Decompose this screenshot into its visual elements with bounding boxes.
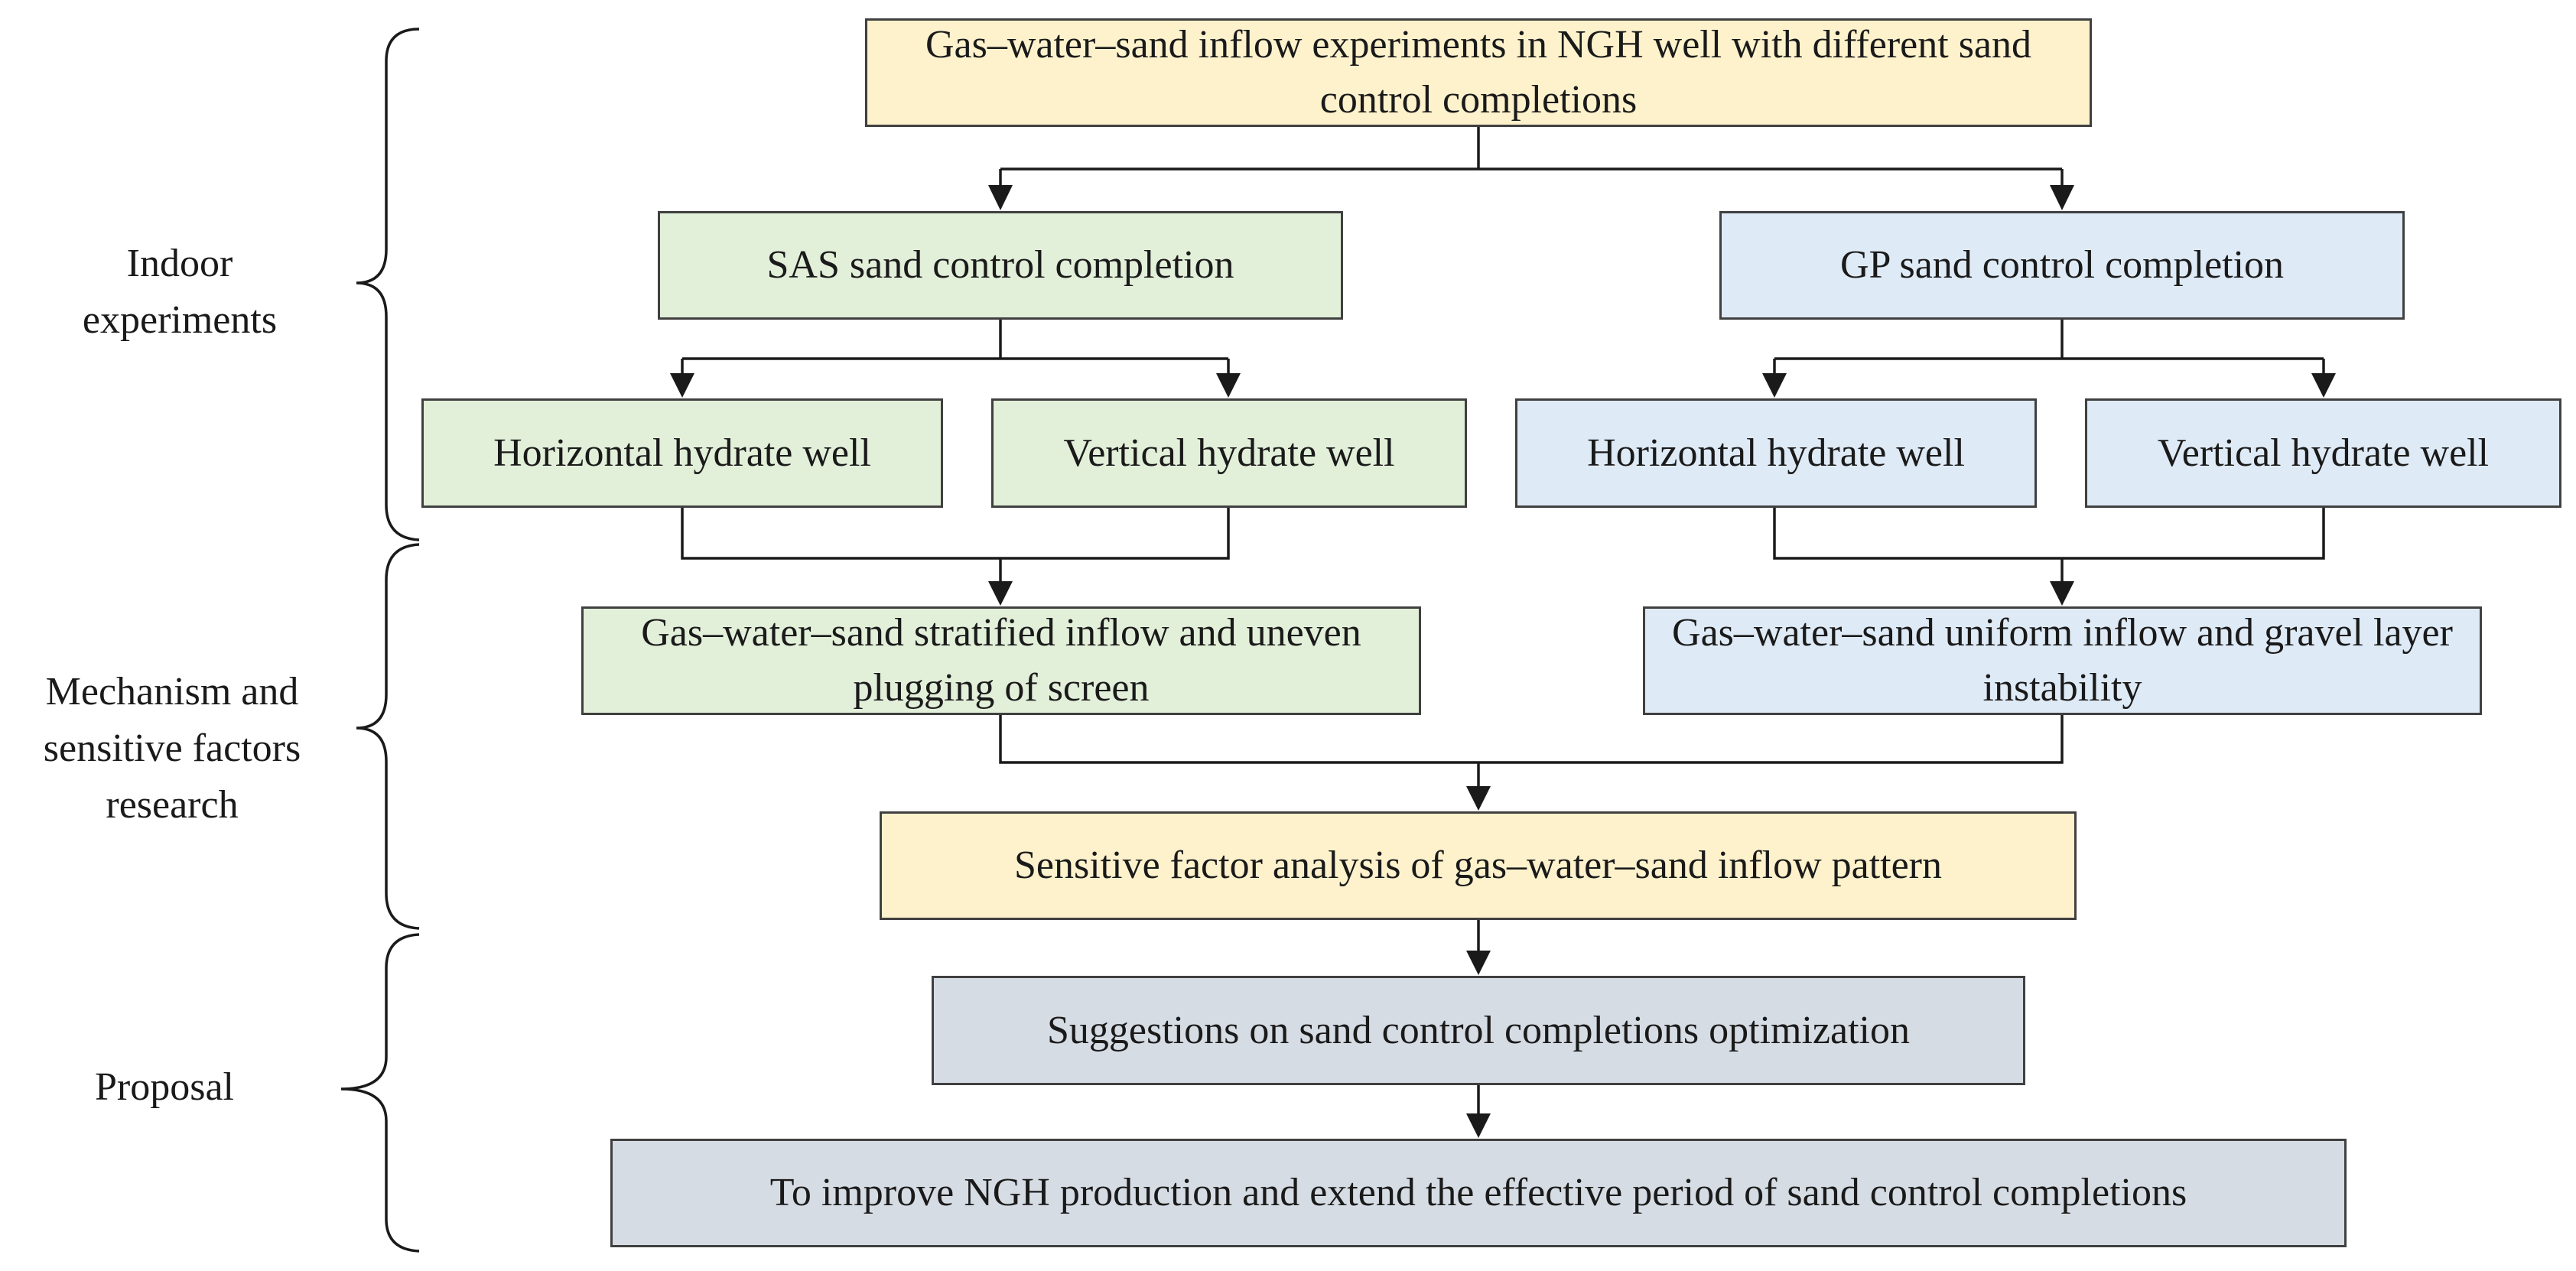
box-sas-result: Gas–water–sand stratified inflow and une… [581,606,1421,715]
brace-mechanism-research [356,543,420,930]
stage-label-indoor-experiments: Indoor experiments [82,242,278,342]
box-sas-vertical-well-text: Vertical hydrate well [1063,431,1395,475]
arrowhead-gp-vertical [2311,373,2336,398]
brace-proposal [340,933,420,1253]
box-top-experiments-text: Gas–water–sand inflow experiments in NGH… [925,23,2032,122]
box-top-experiments: Gas–water–sand inflow experiments in NGH… [865,18,2092,127]
stage-label-mechanism-research: Mechanism and sensitive factors research [43,670,301,827]
connector-sas-wells-merge [681,508,1230,560]
box-gp-result: Gas–water–sand uniform inflow and gravel… [1643,606,2482,715]
connector-gp-wells-merge [1773,508,2325,560]
arrowhead-sas-result [988,581,1013,606]
arrowhead-gp-result [2050,581,2074,606]
box-sas-completion: SAS sand control completion [658,211,1343,320]
arrowhead-sensitive [1466,786,1491,811]
box-sas-horizontal-well: Horizontal hydrate well [421,398,943,508]
box-goal-text: To improve NGH production and extend the… [769,1171,2187,1214]
box-gp-horizontal-well-text: Horizontal hydrate well [1587,431,1965,475]
box-sas-horizontal-well-text: Horizontal hydrate well [493,431,871,475]
arrowhead-sas [988,185,1013,210]
arrowhead-suggestions [1466,951,1491,975]
box-suggestions-text: Suggestions on sand control completions … [1046,1008,1910,1052]
box-gp-vertical-well-text: Vertical hydrate well [2157,431,2490,475]
box-sensitive-analysis-text: Sensitive factor analysis of gas–water–s… [1014,844,1942,887]
box-gp-result-text: Gas–water–sand uniform inflow and gravel… [1672,611,2453,710]
arrowhead-gp [2050,185,2074,210]
stage-label-proposal: Proposal [95,1065,234,1109]
box-sas-result-text: Gas–water–sand stratified inflow and une… [641,611,1361,710]
box-gp-completion: GP sand control completion [1719,211,2405,320]
arrowhead-sas-horizontal [670,373,694,398]
box-sas-vertical-well: Vertical hydrate well [991,398,1467,508]
box-goal: To improve NGH production and extend the… [610,1139,2347,1247]
arrowhead-goal [1466,1113,1491,1138]
box-gp-horizontal-well: Horizontal hydrate well [1515,398,2037,508]
arrowhead-gp-horizontal [1762,373,1787,398]
box-sas-completion-text: SAS sand control completion [766,243,1234,287]
brace-indoor-experiments [356,28,420,541]
connector-results-merge [999,715,2064,764]
box-sensitive-analysis: Sensitive factor analysis of gas–water–s… [880,811,2077,920]
arrowhead-sas-vertical [1216,373,1241,398]
box-suggestions: Suggestions on sand control completions … [932,976,2025,1085]
box-gp-completion-text: GP sand control completion [1839,243,2285,287]
box-gp-vertical-well: Vertical hydrate well [2085,398,2561,508]
